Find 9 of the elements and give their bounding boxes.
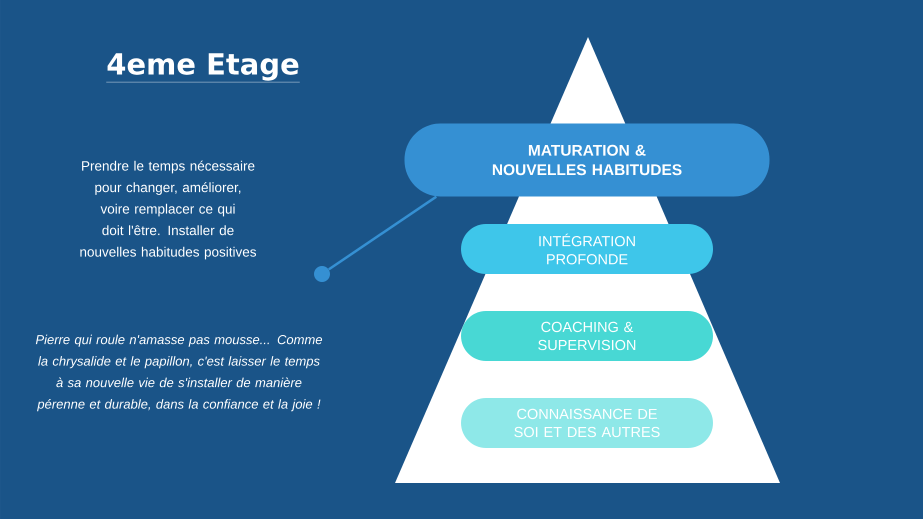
title: 4eme Etage	[106, 53, 300, 82]
pyramid-level-box: CONNAISSANCE DE SOI ET DES AUTRES	[461, 398, 713, 448]
leader-line	[328, 196, 437, 270]
connector-dot	[314, 266, 330, 282]
pyramid-level-box: MATURATION & NOUVELLES HABITUDES	[404, 124, 770, 196]
quote-text: Pierre qui roule n'amasse pas mousse... Comme la chrysalide et le papillon, c'est laisser le temps à sa nouvelle vie de s'installer de manière pérenne et durable, dans la confiance et la joie !	[36, 334, 322, 412]
pyramid-level-box: INTÉGRATION PROFONDE	[461, 224, 713, 274]
pyramid-level-box: COACHING & SUPERVISION	[461, 311, 713, 361]
description-text: Prendre le temps nécessaire pour changer, améliorer, voire remplacer ce qui doit l'être. Installer de nouvelles habitudes positives	[80, 160, 256, 260]
